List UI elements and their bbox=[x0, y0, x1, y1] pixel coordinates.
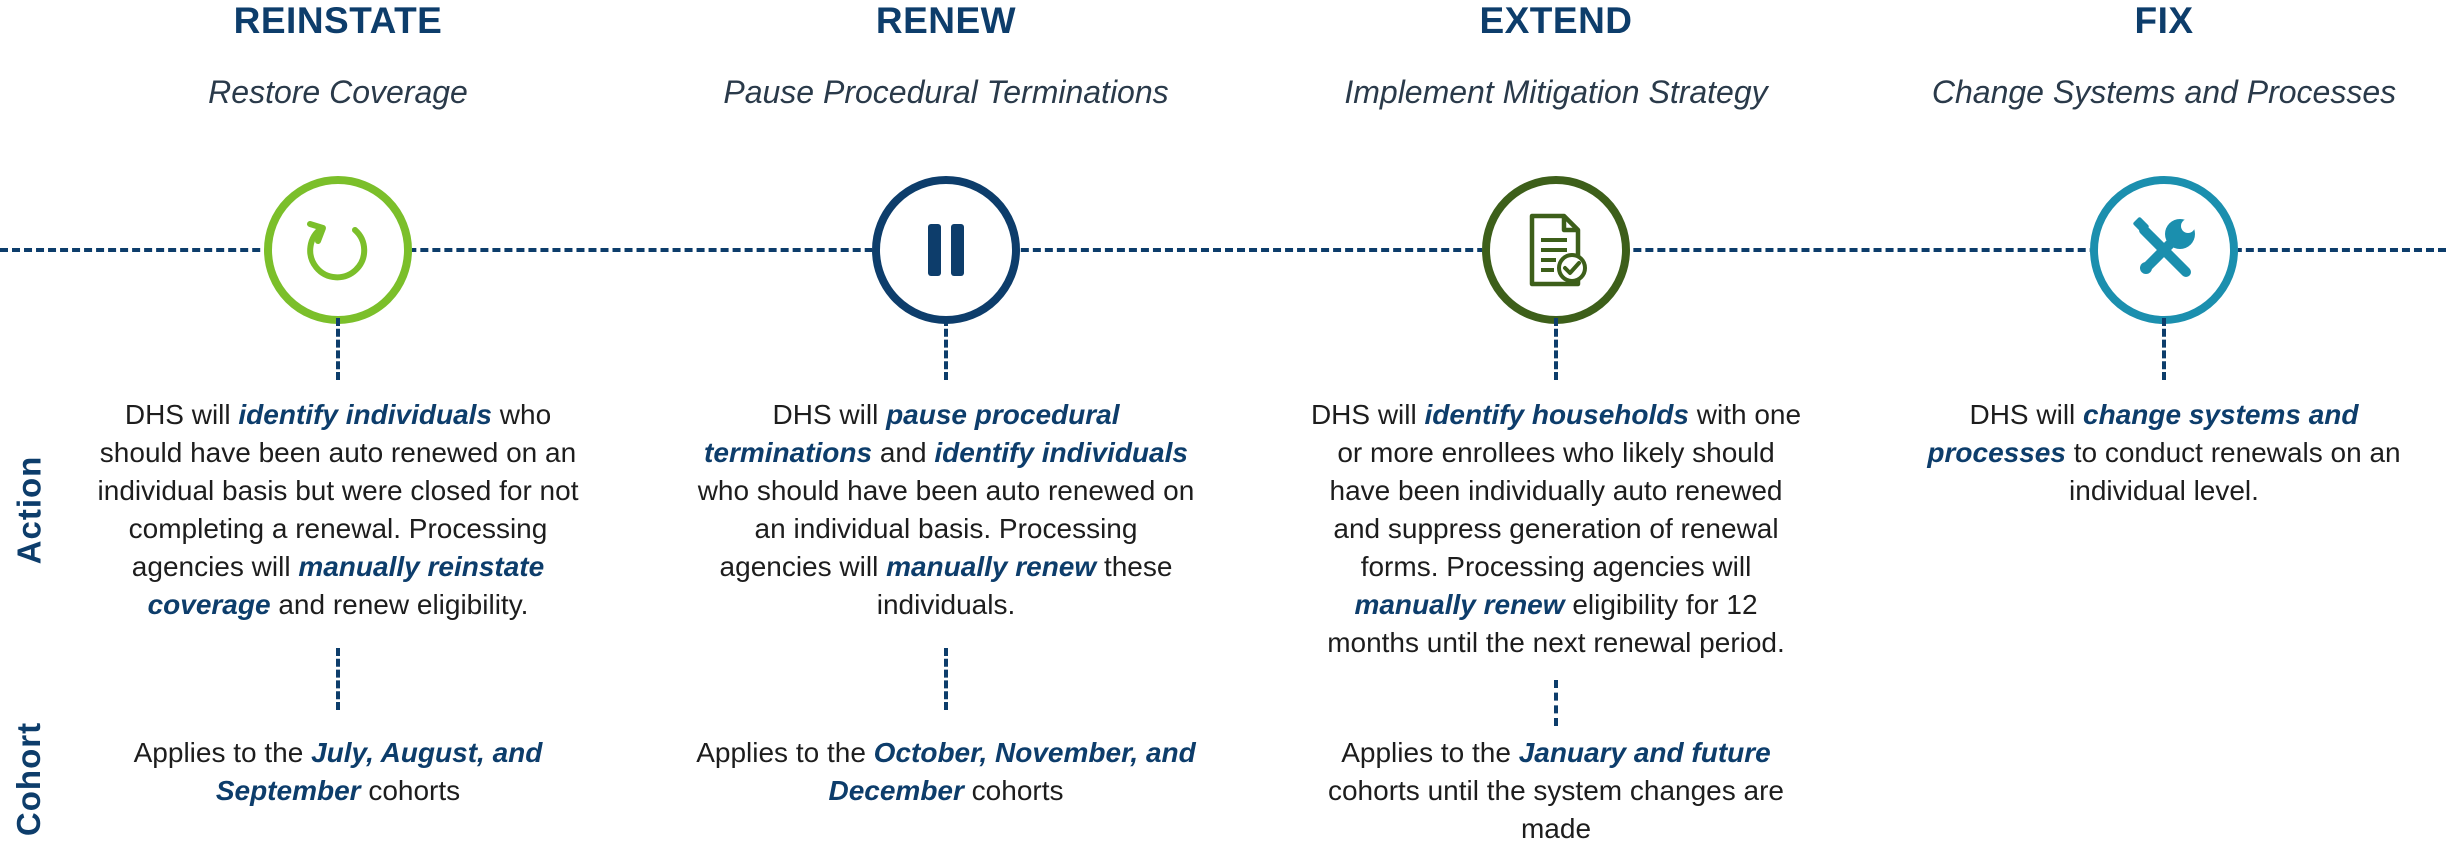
document-check-icon bbox=[1529, 213, 1587, 287]
cohort-text: Applies to the October, November, and De… bbox=[696, 734, 1196, 810]
action-text: DHS will change systems and processes to… bbox=[1914, 396, 2414, 510]
column-subtitle: Restore Coverage bbox=[208, 74, 468, 110]
connector-dash bbox=[944, 648, 948, 710]
column-subtitle: Pause Procedural Terminations bbox=[723, 74, 1169, 110]
column-subtitle: Change Systems and Processes bbox=[1931, 74, 2397, 110]
body-text: Applies to the bbox=[696, 737, 874, 768]
emphasis-text: manually reinstate coverage bbox=[147, 551, 545, 620]
column-renew: RENEW Pause Procedural Terminations DHS … bbox=[666, 0, 1226, 842]
icon-circle bbox=[872, 176, 1020, 324]
body-text: cohorts bbox=[360, 775, 461, 806]
row-label-action: Action bbox=[0, 420, 58, 600]
action-text: DHS will pause procedural terminations a… bbox=[696, 396, 1196, 624]
connector-dash bbox=[336, 318, 340, 380]
emphasis-text: identify households bbox=[1424, 399, 1689, 430]
row-label-action-text: Action bbox=[10, 455, 48, 565]
emphasis-text: January and future bbox=[1518, 737, 1771, 768]
emphasis-text: identify individuals bbox=[934, 437, 1188, 468]
emphasis-text: manually renew bbox=[886, 551, 1097, 582]
connector-dash bbox=[944, 318, 948, 380]
emphasis-text: July, August, and September bbox=[215, 737, 543, 806]
body-text: and bbox=[872, 437, 935, 468]
body-text: eligibility for 12 months until the next… bbox=[1327, 589, 1785, 658]
body-text: Applies to the bbox=[133, 737, 312, 768]
column-extend: EXTEND Implement Mitigation Strategy DHS… bbox=[1276, 0, 1836, 844]
column-title: REINSTATE bbox=[233, 0, 443, 41]
column-subtitle: Implement Mitigation Strategy bbox=[1344, 74, 1768, 110]
column-fix: FIX Change Systems and Processes DHS wil… bbox=[1884, 0, 2444, 842]
body-text: cohorts until the system changes are mad… bbox=[1327, 775, 1784, 844]
body-text: cohorts bbox=[963, 775, 1064, 806]
emphasis-text: manually renew bbox=[1354, 589, 1565, 620]
row-label-cohort-text: Cohort bbox=[10, 721, 48, 837]
pause-icon bbox=[928, 224, 964, 276]
action-text: DHS will identify households with one or… bbox=[1306, 396, 1806, 662]
column-reinstate: REINSTATE Restore Coverage DHS will iden… bbox=[58, 0, 618, 842]
connector-dash bbox=[336, 648, 340, 710]
tools-icon bbox=[2133, 217, 2195, 277]
body-text: and renew eligibility. bbox=[270, 589, 529, 620]
cohort-text: Applies to the July, August, and Septemb… bbox=[88, 734, 588, 810]
column-title: RENEW bbox=[875, 0, 1017, 41]
body-text: to conduct renewals on an individual lev… bbox=[2065, 437, 2401, 506]
emphasis-text: pause procedural terminations bbox=[704, 399, 1120, 468]
action-text: DHS will identify individuals who should… bbox=[88, 396, 588, 624]
icon-circle bbox=[264, 176, 412, 324]
body-text: with one or more enrollees who likely sh… bbox=[1329, 399, 1802, 582]
icon-circle bbox=[2090, 176, 2238, 324]
refresh-icon bbox=[307, 221, 368, 281]
body-text: DHS will bbox=[124, 399, 239, 430]
connector-dash bbox=[2162, 318, 2166, 380]
column-title: FIX bbox=[2134, 0, 2194, 41]
body-text: Applies to the bbox=[1341, 737, 1519, 768]
body-text: who should have been auto renewed on an … bbox=[697, 475, 1195, 582]
body-text: who should have been auto renewed on an … bbox=[97, 399, 579, 582]
connector-dash bbox=[1554, 680, 1558, 726]
body-text: DHS will bbox=[1310, 399, 1425, 430]
emphasis-text: change systems and processes bbox=[1927, 399, 2359, 468]
row-label-cohort: Cohort bbox=[0, 716, 58, 842]
timeline-line bbox=[0, 248, 2446, 252]
body-text: these individuals. bbox=[876, 551, 1173, 620]
icon-circle bbox=[1482, 176, 1630, 324]
connector-dash bbox=[1554, 318, 1558, 380]
cohort-text: Applies to the January and future cohort… bbox=[1306, 734, 1806, 848]
emphasis-text: October, November, and December bbox=[828, 737, 1196, 806]
body-text: DHS will bbox=[1969, 399, 2084, 430]
column-title: EXTEND bbox=[1479, 0, 1633, 41]
body-text: DHS will bbox=[772, 399, 887, 430]
emphasis-text: identify individuals bbox=[238, 399, 492, 430]
